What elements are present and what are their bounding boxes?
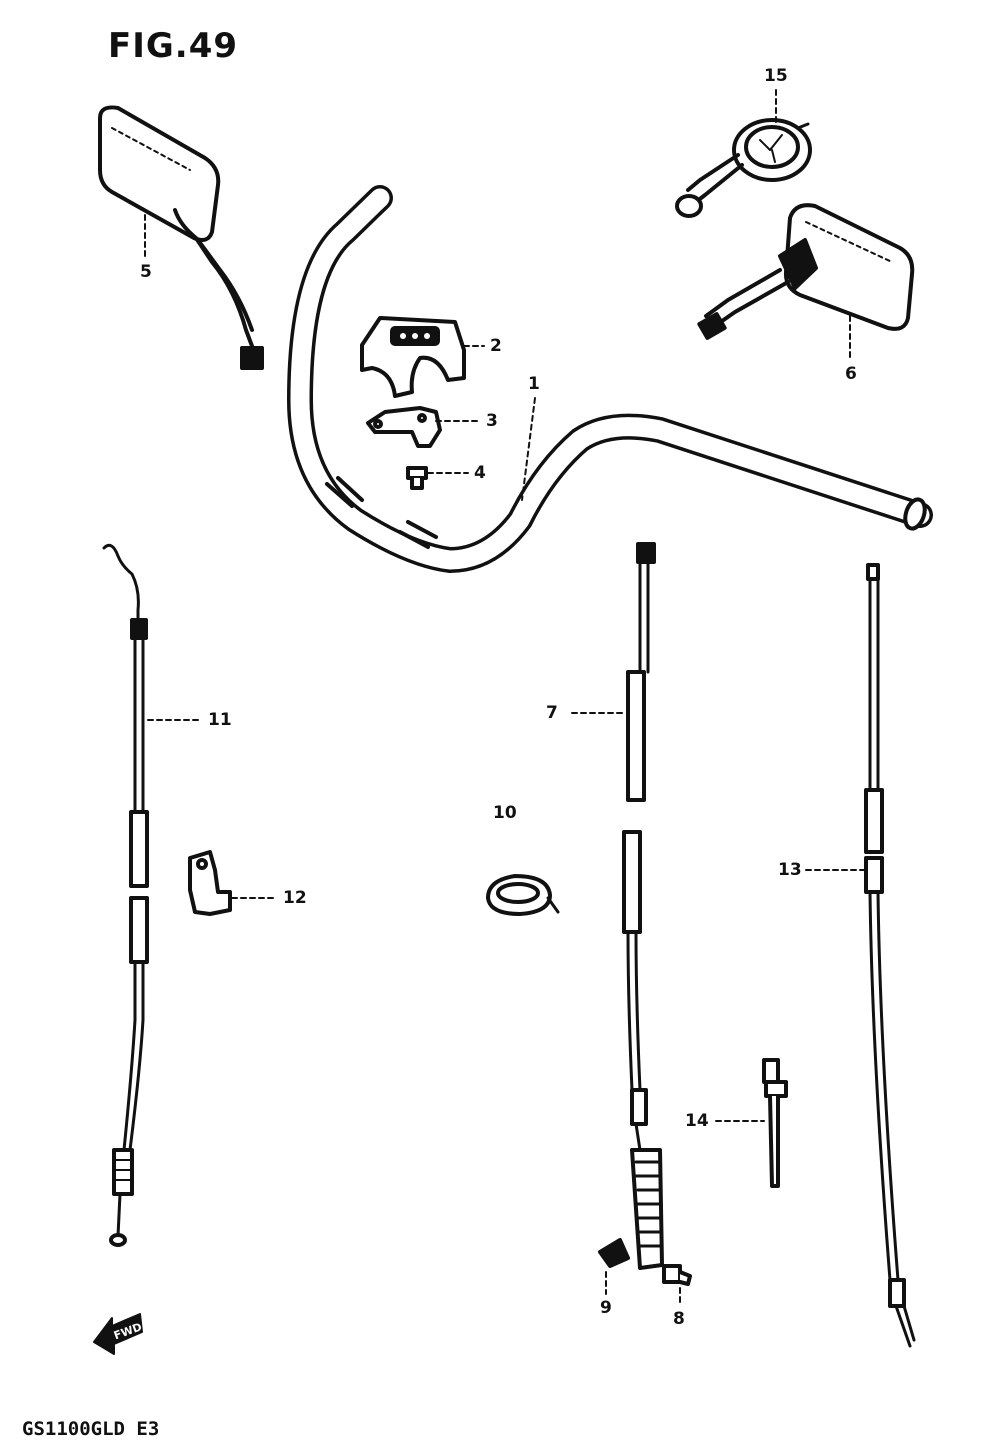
grommet (486, 874, 560, 916)
callout-13: 13 (778, 860, 802, 880)
callout-2: 2 (490, 336, 502, 356)
figure-title: FIG.49 (108, 26, 239, 66)
clamp-plate (366, 406, 442, 448)
right-mirror (697, 203, 915, 340)
bolt (406, 466, 428, 490)
callout-9: 9 (600, 1298, 612, 1318)
throttle-cable (102, 543, 149, 1247)
cable-band (762, 1058, 788, 1188)
callout-11: 11 (208, 710, 232, 730)
callout-14: 14 (685, 1111, 709, 1131)
callout-10: 10 (493, 803, 517, 823)
model-code: GS1100GLD E3 (22, 1418, 160, 1440)
speedometer-cable (864, 563, 916, 1348)
clutch-cable (622, 542, 664, 1270)
callout-8: 8 (673, 1309, 685, 1329)
handlebar-clamp (360, 316, 466, 398)
cable-clamp (188, 850, 232, 916)
leader-lines (144, 89, 865, 1307)
callout-15: 15 (764, 66, 788, 86)
callout-7: 7 (546, 703, 558, 723)
callout-12: 12 (283, 888, 307, 908)
handlebar (287, 185, 933, 573)
thermometer-gauge (675, 118, 812, 218)
callout-1: 1 (528, 374, 540, 394)
cable-pin (598, 1238, 630, 1268)
left-mirror (98, 105, 264, 370)
forward-arrow-icon: FWD (93, 1313, 144, 1355)
callout-3: 3 (486, 411, 498, 431)
callout-4: 4 (474, 463, 486, 483)
adjuster-bolt (662, 1264, 692, 1286)
callout-6: 6 (845, 364, 857, 384)
callout-5: 5 (140, 262, 152, 282)
